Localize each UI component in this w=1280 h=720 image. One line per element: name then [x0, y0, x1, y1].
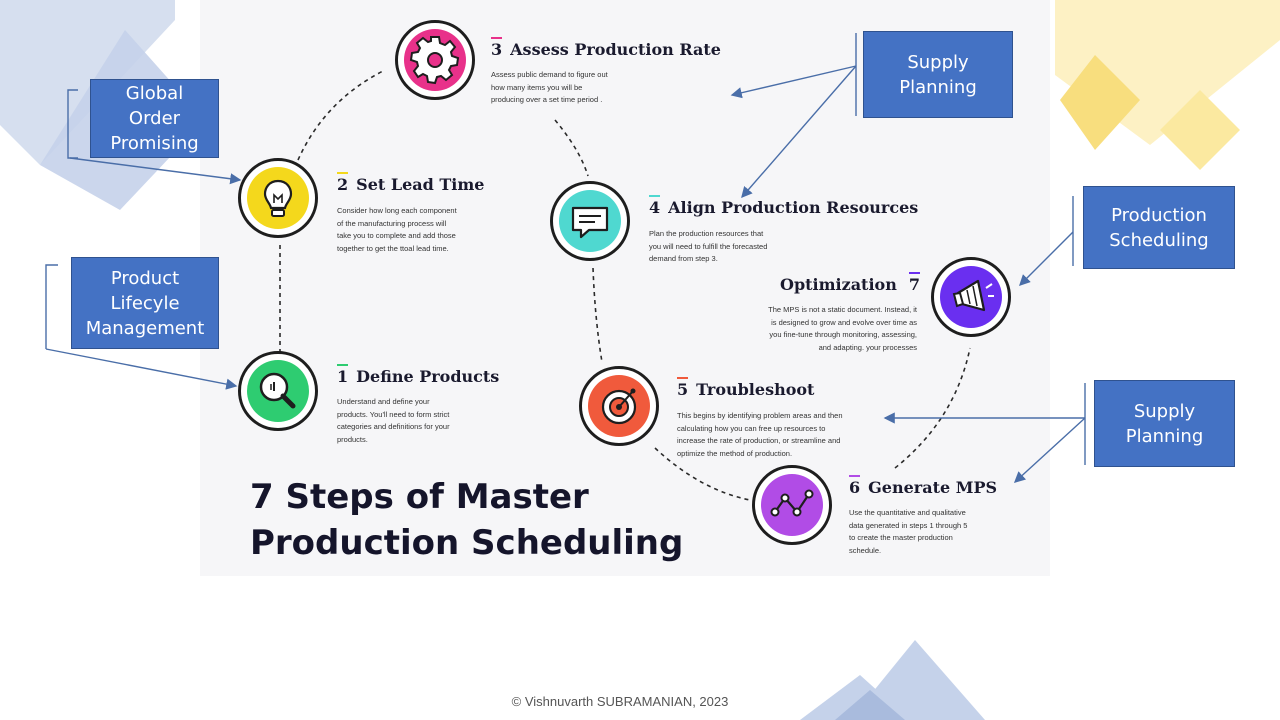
step-7-icon-bg	[940, 266, 1002, 328]
title-line-2: Production Scheduling	[250, 523, 684, 563]
callout-supply-planning-top: Supply Planning	[863, 31, 1013, 118]
step-4-number: 4	[649, 195, 661, 217]
step-5-title: 5 Troubleshoot	[677, 377, 814, 399]
step-7-title: Optimization 7	[780, 272, 920, 294]
step-3-title-text: Assess Production Rate	[510, 40, 721, 59]
chat-bubble-icon	[571, 206, 609, 239]
step-7-title-text: Optimization	[780, 275, 897, 294]
step-2-number: 2	[337, 172, 349, 194]
line-graph-icon	[770, 489, 814, 517]
step-5-number: 5	[677, 377, 689, 399]
step-2-icon-bg	[247, 167, 309, 229]
step-6-title: 6 Generate MPS	[849, 475, 997, 497]
step-6-number: 6	[849, 475, 861, 497]
step-3-icon-circle	[395, 20, 475, 100]
step-4-title-text: Align Production Resources	[668, 198, 919, 217]
step-6-icon-circle	[752, 465, 832, 545]
step-1-title-text: Define Products	[356, 367, 500, 386]
step-1-icon-circle	[238, 351, 318, 431]
step-6-icon-bg	[761, 474, 823, 536]
step-3-number: 3	[491, 37, 503, 59]
step-4-icon-bg	[559, 190, 621, 252]
target-icon	[601, 388, 637, 425]
step-1-icon-bg	[247, 360, 309, 422]
step-2-icon-circle	[238, 158, 318, 238]
gear-icon	[409, 36, 460, 85]
step-7-number: 7	[908, 272, 920, 294]
infographic-title: 7 Steps of Master Production Scheduling	[250, 474, 683, 566]
callout-supply-planning-bottom: Supply Planning	[1094, 380, 1235, 467]
step-6-description: Use the quantitative and qualitative dat…	[849, 508, 968, 555]
lightbulb-icon	[263, 179, 293, 217]
step-1-description: Understand and define your products. You…	[337, 397, 450, 444]
step-1-title: 1 Define Products	[337, 364, 499, 386]
magnifier-icon	[259, 372, 296, 409]
callout-global-order-promising: Global Order Promising	[90, 79, 219, 158]
step-2-title-text: Set Lead Time	[356, 175, 485, 194]
title-line-1: 7 Steps of Master	[250, 477, 589, 517]
step-5-description: This begins by identifying problem areas…	[677, 411, 843, 458]
step-7-description: The MPS is not a static document. Instea…	[768, 305, 917, 352]
step-5-title-text: Troubleshoot	[696, 380, 815, 399]
step-4-description: Plan the production resources that you w…	[649, 229, 768, 263]
callout-product-lifecycle-management: Product Lifecyle Management	[71, 257, 219, 349]
step-1-number: 1	[337, 364, 349, 386]
step-3-title: 3 Assess Production Rate	[491, 37, 721, 59]
megaphone-icon	[952, 279, 994, 312]
step-4-title: 4 Align Production Resources	[649, 195, 918, 217]
step-4-icon-circle	[550, 181, 630, 261]
step-6-title-text: Generate MPS	[868, 478, 998, 497]
step-5-icon-circle	[579, 366, 659, 446]
callout-production-scheduling: Production Scheduling	[1083, 186, 1235, 269]
step-2-title: 2 Set Lead Time	[337, 172, 484, 194]
step-3-description: Assess public demand to figure out how m…	[491, 70, 608, 104]
step-5-icon-bg	[588, 375, 650, 437]
step-2-description: Consider how long each component of the …	[337, 206, 457, 253]
step-3-icon-bg	[404, 29, 466, 91]
copyright-footer: © Vishnuvarth SUBRAMANIAN, 2023	[511, 694, 729, 709]
step-7-icon-circle	[931, 257, 1011, 337]
